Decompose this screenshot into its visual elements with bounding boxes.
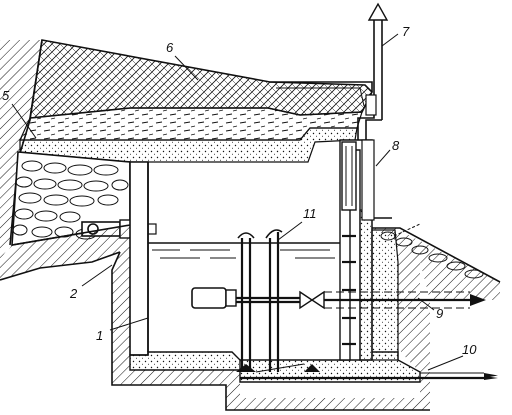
earth-under-stones (0, 224, 131, 281)
access-hatch (341, 139, 392, 221)
callout-9: 9 (436, 306, 443, 321)
callout-1: 1 (96, 328, 103, 343)
callout-5: 5 (2, 88, 10, 103)
drain-line (240, 372, 498, 380)
callout-7: 7 (402, 24, 410, 39)
ladder-rungs (342, 234, 356, 346)
callout-11: 11 (303, 206, 317, 221)
leader-lines (11, 33, 464, 371)
callout-2: 2 (69, 286, 78, 301)
callout-10: 10 (462, 342, 477, 357)
callout-8: 8 (392, 138, 400, 153)
callout-6: 6 (166, 40, 174, 55)
callout-labels: 5 6 7 8 11 2 1 9 10 (2, 24, 477, 357)
water (148, 242, 340, 259)
vent-pipe (357, 2, 389, 140)
roof-slab (29, 39, 373, 119)
right-slope (372, 223, 501, 300)
